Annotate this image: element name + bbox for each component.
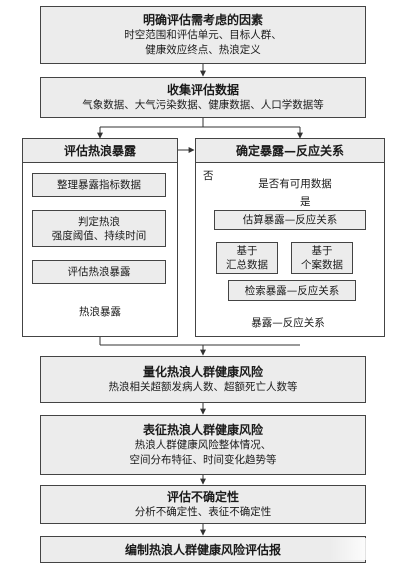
step6-title: 编制热浪人群健康风险评估报 [124, 542, 281, 557]
step1-title: 明确评估需考虑的因素 [142, 13, 263, 27]
right-output-label: 暴露—反应关系 [251, 316, 325, 329]
step4-title: 表征热浪人群健康风险 [142, 423, 263, 437]
step5-title: 评估不确定性 [166, 490, 239, 504]
basis1-line2: 汇总数据 [226, 259, 268, 271]
step6-box: 编制热浪人群健康风险评估报 [40, 536, 366, 563]
right-box-estimate: 估算暴露—反应关系 [214, 210, 366, 230]
left-box2-line1: 判定热浪 [78, 215, 120, 228]
right-panel: 确定暴露—反应关系 [195, 138, 385, 337]
step3-title: 量化热浪人群健康风险 [142, 365, 263, 379]
left-output-label: 热浪暴露 [79, 305, 121, 318]
basis2-line1: 基于 [311, 245, 333, 257]
right-box-retrieve: 检索暴露—反应关系 [228, 280, 356, 301]
right-panel-title: 确定暴露—反应关系 [196, 139, 384, 163]
step5-box: 评估不确定性 分析不确定性、表征不确定性 [40, 485, 366, 524]
step2-title: 收集评估数据 [166, 83, 239, 97]
right-box-basis-aggregate: 基于 汇总数据 [216, 242, 278, 274]
left-box2-line2: 强度阈值、持续时间 [51, 229, 147, 242]
right-box-basis-individual: 基于 个案数据 [291, 242, 353, 274]
decision-label: 是否有可用数据 [258, 177, 332, 190]
no-label: 否 [203, 170, 214, 182]
step1-line1: 时空范围和评估单元、目标人群、 [124, 29, 282, 41]
step4-line1: 热浪人群健康风险整体情况、 [134, 439, 272, 451]
watermark-fade [330, 538, 400, 560]
left-box-determine-heatwave: 判定热浪 强度阈值、持续时间 [32, 210, 166, 247]
step2-line1: 气象数据、大气污染数据、健康数据、人口学数据等 [82, 99, 324, 111]
step5-line1: 分析不确定性、表征不确定性 [134, 506, 272, 518]
step3-box: 量化热浪人群健康风险 热浪相关超额发病人数、超额死亡人数等 [40, 356, 366, 403]
step4-line2: 空间分布特征、时间变化趋势等 [129, 454, 277, 466]
step1-box: 明确评估需考虑的因素 时空范围和评估单元、目标人群、 健康效应终点、热浪定义 [40, 6, 366, 64]
basis1-line1: 基于 [236, 245, 258, 257]
step1-line2: 健康效应终点、热浪定义 [145, 44, 261, 56]
yes-label: 是 [300, 196, 311, 208]
step2-box: 收集评估数据 气象数据、大气污染数据、健康数据、人口学数据等 [40, 77, 366, 118]
left-box-assess-exposure: 评估热浪暴露 [32, 260, 166, 284]
left-box-organize-data: 整理暴露指标数据 [32, 173, 166, 197]
step4-box: 表征热浪人群健康风险 热浪人群健康风险整体情况、 空间分布特征、时间变化趋势等 [40, 415, 366, 475]
step3-line1: 热浪相关超额发病人数、超额死亡人数等 [108, 381, 298, 393]
basis2-line2: 个案数据 [301, 259, 343, 271]
left-panel-title: 评估热浪暴露 [23, 139, 177, 163]
